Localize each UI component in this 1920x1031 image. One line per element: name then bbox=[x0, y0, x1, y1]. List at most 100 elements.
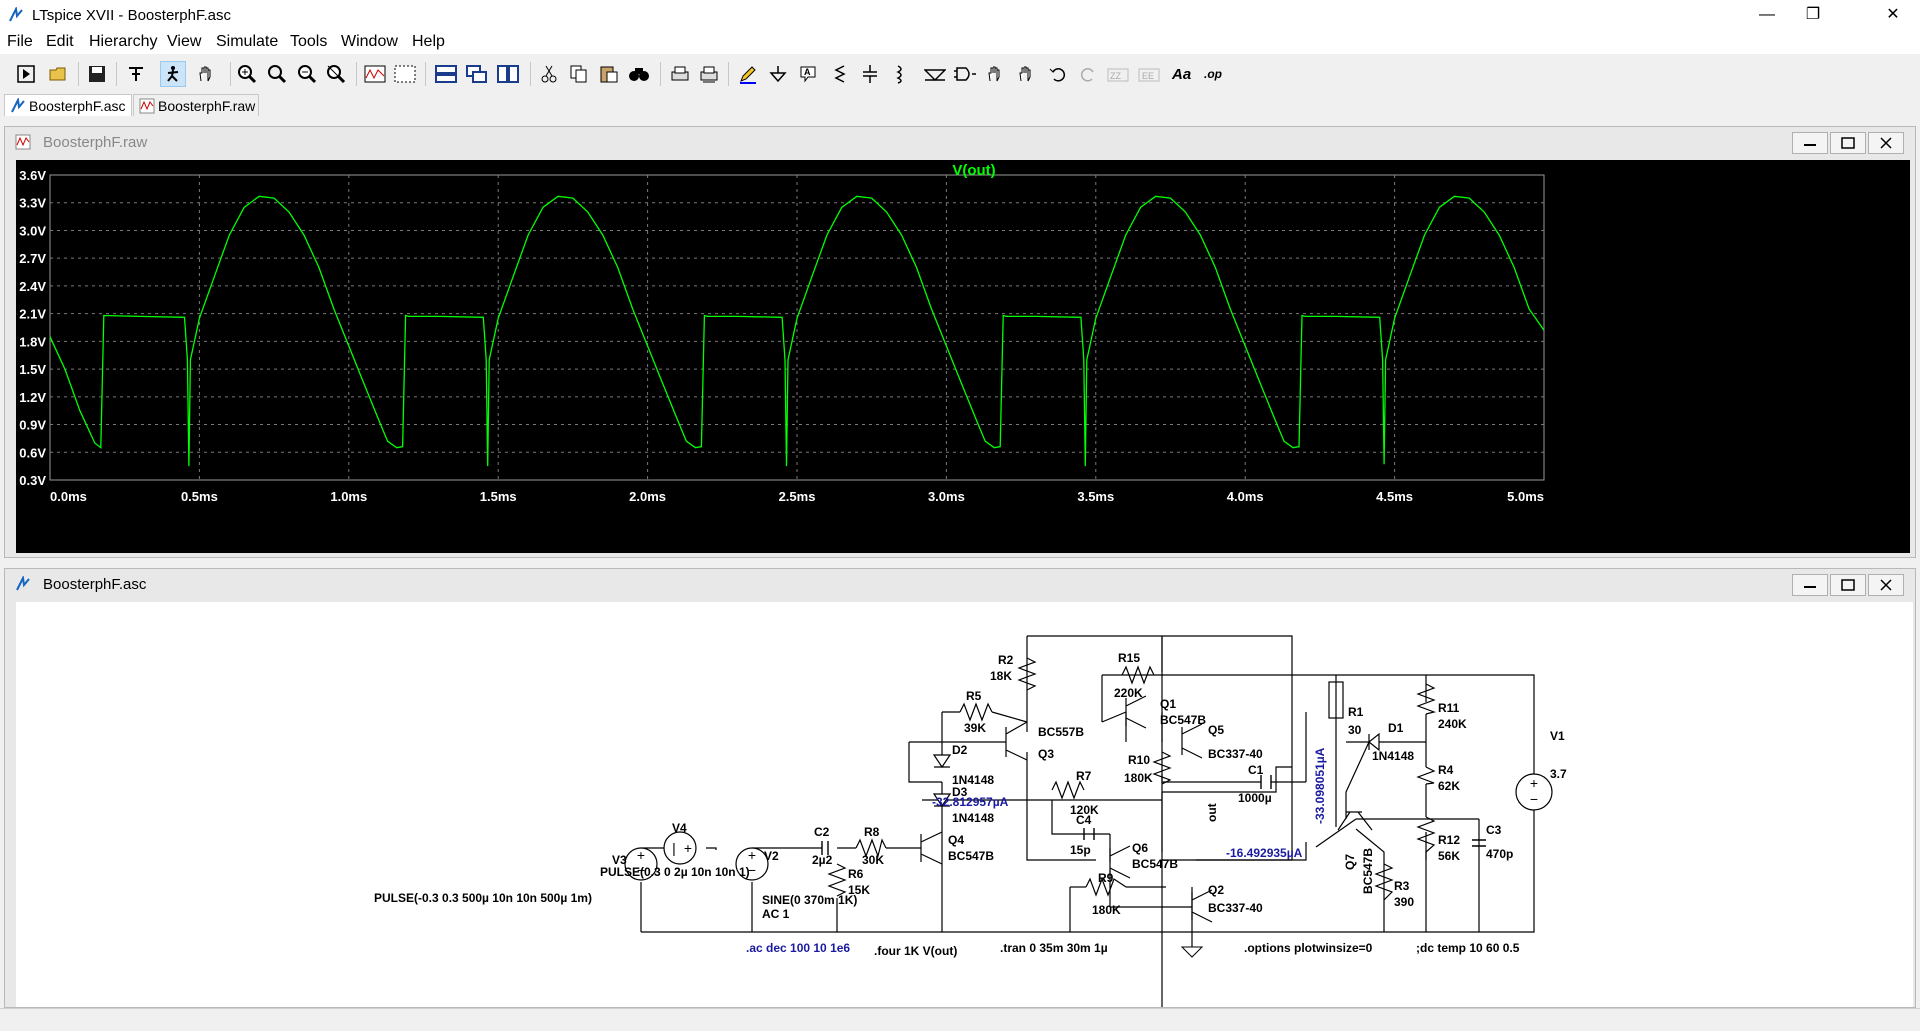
directive-tran[interactable]: .tran 0 35m 30m 1µ bbox=[1000, 941, 1108, 955]
drag-icon[interactable] bbox=[1014, 61, 1040, 87]
run-icon[interactable] bbox=[13, 61, 39, 87]
control-panel-icon[interactable] bbox=[123, 61, 149, 87]
schematic-canvas[interactable]: +− |+ +− +− R2 18K R15 220K R5 39K Q1 BC… bbox=[16, 602, 1913, 1007]
label-q3-model[interactable]: BC557B bbox=[1038, 725, 1084, 739]
trace-v-out[interactable] bbox=[49, 195, 1545, 467]
label-r5-name[interactable]: R5 bbox=[966, 689, 982, 703]
menu-view[interactable]: View bbox=[167, 33, 202, 50]
copy-icon[interactable] bbox=[566, 61, 592, 87]
autorange-icon[interactable] bbox=[362, 61, 388, 87]
pan-icon[interactable] bbox=[193, 61, 219, 87]
spice-directive-icon[interactable]: .op bbox=[1201, 61, 1227, 87]
label-v1-name[interactable]: V1 bbox=[1550, 729, 1565, 743]
save-icon[interactable] bbox=[84, 61, 110, 87]
label-v4-value[interactable]: PULSE(0.3 0 2µ 10n 10n 1) bbox=[600, 865, 750, 879]
zoom-in-icon[interactable] bbox=[234, 61, 260, 87]
label-d3-name[interactable]: D3 bbox=[952, 785, 968, 799]
label-c4-value[interactable]: 15p bbox=[1070, 843, 1091, 857]
label-c1-value[interactable]: 1000µ bbox=[1238, 791, 1272, 805]
label-r1-name[interactable]: R1 bbox=[1348, 705, 1364, 719]
label-c4-name[interactable]: C4 bbox=[1076, 813, 1092, 827]
label-v2-value[interactable]: SINE(0 370m 1K) bbox=[762, 893, 857, 907]
label-r10-name[interactable]: R10 bbox=[1128, 753, 1150, 767]
menu-edit[interactable]: Edit bbox=[46, 33, 74, 50]
label-r11-value[interactable]: 240K bbox=[1438, 717, 1467, 731]
label-r12-name[interactable]: R12 bbox=[1438, 833, 1460, 847]
tile-vertical-icon[interactable] bbox=[495, 61, 521, 87]
label-r15-value[interactable]: 220K bbox=[1114, 686, 1143, 700]
label-r8-name[interactable]: R8 bbox=[864, 825, 880, 839]
label-r3-value[interactable]: 390 bbox=[1394, 895, 1414, 909]
pencil-wire-icon[interactable] bbox=[735, 61, 761, 87]
label-c1-name[interactable]: C1 bbox=[1248, 763, 1264, 777]
label-q2-name[interactable]: Q2 bbox=[1208, 883, 1224, 897]
label-c2-value[interactable]: 2µ2 bbox=[812, 853, 833, 867]
tab-waveform[interactable]: BoosterphF.raw bbox=[133, 94, 259, 116]
label-q6-model[interactable]: BC547B bbox=[1132, 857, 1178, 871]
label-r6-value[interactable]: 15K bbox=[848, 883, 870, 897]
redo-icon[interactable] bbox=[1075, 61, 1101, 87]
label-r1-value[interactable]: 30 bbox=[1348, 723, 1362, 737]
tab-schematic[interactable]: BoosterphF.asc bbox=[4, 94, 132, 116]
label-net-icon[interactable]: A bbox=[796, 61, 822, 87]
close-button[interactable]: ✕ bbox=[1870, 0, 1916, 30]
minimize-button[interactable]: — bbox=[1744, 0, 1790, 30]
label-d3-model[interactable]: 1N4148 bbox=[952, 811, 994, 825]
label-d1-model[interactable]: 1N4148 bbox=[1372, 749, 1414, 763]
label-r5-value[interactable]: 39K bbox=[964, 721, 986, 735]
rotate-icon[interactable]: ZZ bbox=[1105, 61, 1131, 87]
label-q1-model[interactable]: BC547B bbox=[1160, 713, 1206, 727]
cascade-icon[interactable] bbox=[464, 61, 490, 87]
label-v1-value[interactable]: 3.7 bbox=[1550, 767, 1567, 781]
ground-icon[interactable] bbox=[765, 61, 791, 87]
tile-horizontal-icon[interactable] bbox=[433, 61, 459, 87]
menu-file[interactable]: File bbox=[7, 33, 33, 50]
schematic-minimize-button[interactable] bbox=[1792, 574, 1828, 596]
label-c3-name[interactable]: C3 bbox=[1486, 823, 1502, 837]
waveform-close-button[interactable] bbox=[1868, 132, 1904, 154]
label-r4-name[interactable]: R4 bbox=[1438, 763, 1454, 777]
menu-simulate[interactable]: Simulate bbox=[216, 33, 279, 50]
label-q5-name[interactable]: Q5 bbox=[1208, 723, 1224, 737]
label-r9-value[interactable]: 180K bbox=[1092, 903, 1121, 917]
schematic-close-button[interactable] bbox=[1868, 574, 1904, 596]
label-q6-name[interactable]: Q6 bbox=[1132, 841, 1148, 855]
label-r2-value[interactable]: 18K bbox=[990, 669, 1012, 683]
current-label-q6[interactable]: -16.492935µA bbox=[1226, 846, 1303, 860]
zoom-out-icon[interactable] bbox=[294, 61, 320, 87]
label-r8-value[interactable]: 30K bbox=[862, 853, 884, 867]
menu-hierarchy[interactable]: Hierarchy bbox=[89, 33, 158, 50]
text-icon[interactable]: Aa bbox=[1169, 61, 1195, 87]
directive-ac[interactable]: .ac dec 100 10 1e6 bbox=[746, 941, 850, 955]
current-label-r1[interactable]: -33.098051µA bbox=[1313, 747, 1327, 824]
label-q2-model[interactable]: BC337-40 bbox=[1208, 901, 1263, 915]
menu-window[interactable]: Window bbox=[341, 33, 398, 50]
label-q4-name[interactable]: Q4 bbox=[948, 833, 964, 847]
label-d2-model[interactable]: 1N4148 bbox=[952, 773, 994, 787]
trace-label[interactable]: V(out) bbox=[952, 162, 995, 179]
label-d1-name[interactable]: D1 bbox=[1388, 721, 1404, 735]
label-v3-value[interactable]: PULSE(-0.3 0.3 500µ 10n 10n 500µ 1m) bbox=[374, 891, 592, 905]
label-v2-ac[interactable]: AC 1 bbox=[762, 907, 790, 921]
label-d2-name[interactable]: D2 bbox=[952, 743, 968, 757]
label-r7-name[interactable]: R7 bbox=[1076, 769, 1092, 783]
directive-dc[interactable]: ;dc temp 10 60 0.5 bbox=[1416, 941, 1520, 955]
waveform-maximize-button[interactable] bbox=[1830, 132, 1866, 154]
find-icon[interactable] bbox=[626, 61, 652, 87]
schematic-maximize-button[interactable] bbox=[1830, 574, 1866, 596]
paste-icon[interactable] bbox=[596, 61, 622, 87]
directive-four[interactable]: .four 1K V(out) bbox=[874, 944, 957, 958]
menu-tools[interactable]: Tools bbox=[290, 33, 328, 50]
label-r4-value[interactable]: 62K bbox=[1438, 779, 1460, 793]
label-r3-name[interactable]: R3 bbox=[1394, 879, 1410, 893]
capacitor-icon[interactable] bbox=[857, 61, 883, 87]
label-r15-name[interactable]: R15 bbox=[1118, 651, 1140, 665]
grid-icon[interactable] bbox=[392, 61, 418, 87]
move-icon[interactable] bbox=[983, 61, 1009, 87]
open-icon[interactable] bbox=[45, 61, 71, 87]
zoom-fit-icon[interactable] bbox=[264, 61, 290, 87]
label-q7-name[interactable]: Q7 bbox=[1343, 854, 1357, 870]
inductor-icon[interactable] bbox=[887, 61, 913, 87]
zoom-cancel-icon[interactable] bbox=[323, 61, 349, 87]
